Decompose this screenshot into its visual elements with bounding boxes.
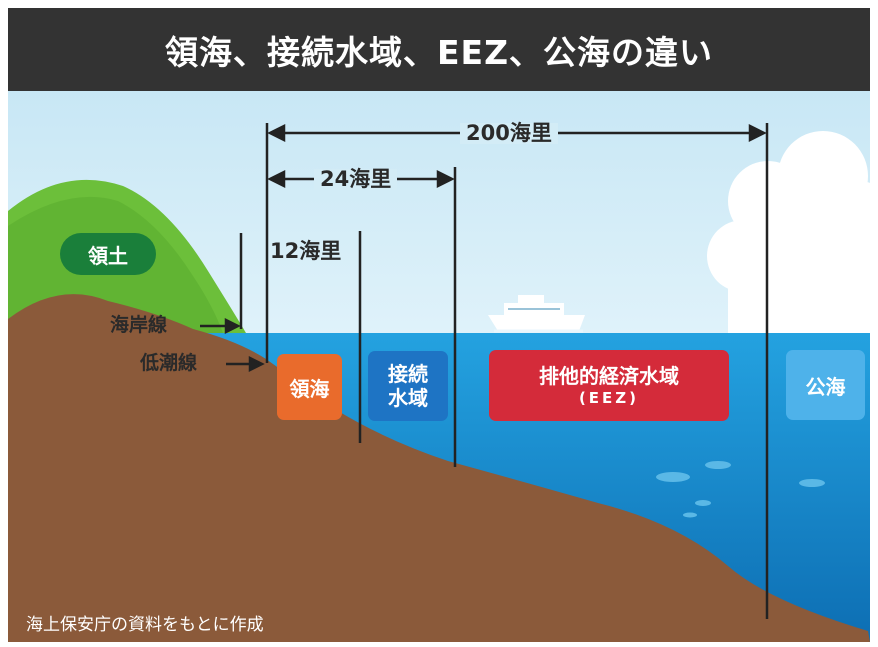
territorial-sea-label: 領海 <box>289 376 330 401</box>
scene-illustration <box>8 91 870 642</box>
contiguous-zone-box: 接続 水域 <box>368 351 448 421</box>
high-seas-label: 公海 <box>805 374 846 399</box>
ship-icon <box>488 295 585 333</box>
source-credit: 海上保安庁の資料をもとに作成 <box>26 615 264 635</box>
title-bar: 領海、接続水域、EEZ、公海の違い <box>8 8 870 91</box>
distance-24nm-label: 24海里 <box>314 169 398 190</box>
high-seas-box: 公海 <box>786 350 865 420</box>
distance-200nm-label: 200海里 <box>460 123 558 144</box>
low-water-line-label: 低潮線 <box>140 352 198 374</box>
arrow-coastline <box>200 317 241 335</box>
coastline-label: 海岸線 <box>110 314 168 336</box>
cloud <box>707 131 870 336</box>
arrow-low-water-line <box>226 355 265 373</box>
distance-12nm-label: 12海里 <box>270 239 342 263</box>
eez-box: 排他的経済水域 (EEZ) <box>489 350 729 421</box>
eez-abbr-label: (EEZ) <box>578 388 640 407</box>
contiguous-zone-label-line2: 水域 <box>388 386 428 410</box>
diagram-title: 領海、接続水域、EEZ、公海の違い <box>164 32 713 72</box>
land-seabed <box>8 294 870 642</box>
eez-label: 排他的経済水域 <box>539 363 679 388</box>
contiguous-zone-label-line1: 接続 <box>388 362 428 386</box>
fish-icon <box>656 461 825 518</box>
land-label: 領土 <box>60 233 156 275</box>
territorial-sea-box: 領海 <box>277 354 342 420</box>
